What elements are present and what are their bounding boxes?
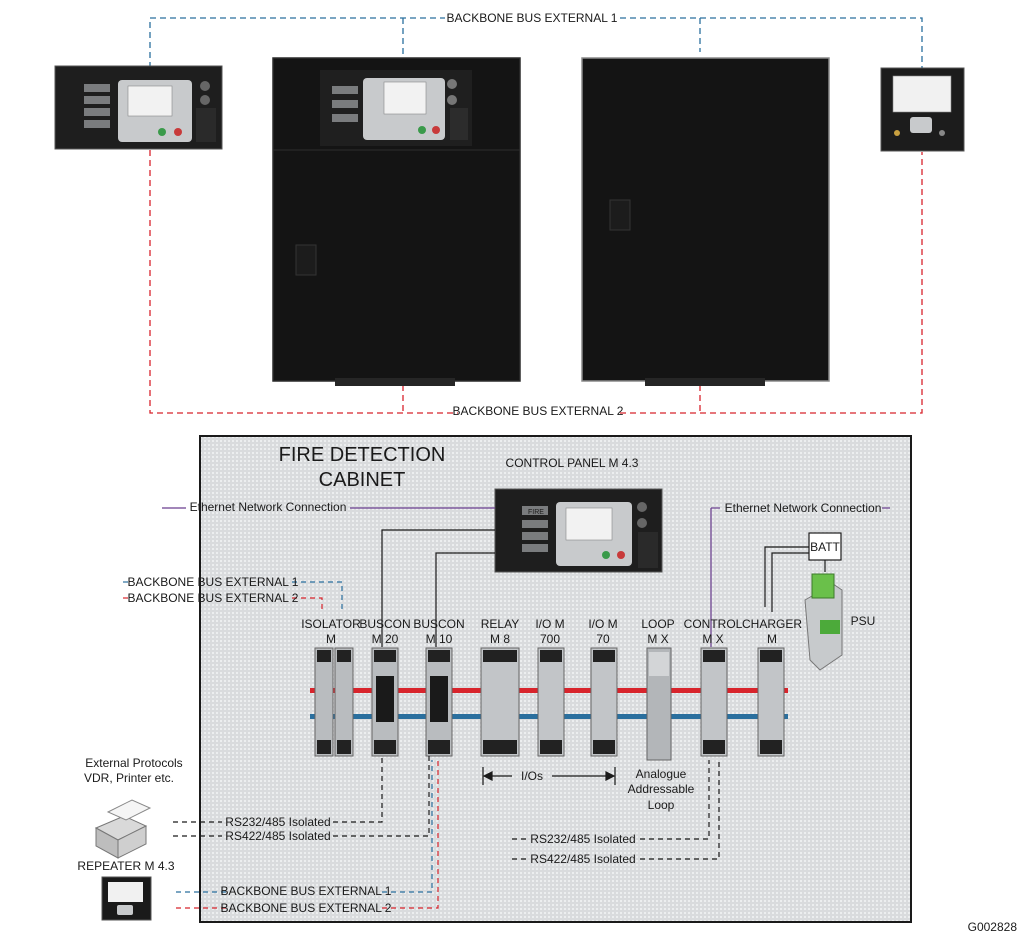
din-module-isolator-a	[314, 647, 334, 757]
module-control-label-2: M X	[702, 632, 723, 646]
printer-icon	[94, 799, 152, 859]
cabinet-bus2-label: BACKBONE BUS EXTERNAL 2	[128, 591, 299, 605]
din-module-relay-m8	[480, 647, 520, 757]
module-relay-label-2: M 8	[490, 632, 510, 646]
module-charger-label-2: M	[767, 632, 777, 646]
din-module-loop-mx	[646, 647, 672, 761]
panel-to-buscon-lines	[381, 529, 495, 647]
external-rs232-label: RS232/485 Isolated	[225, 815, 330, 829]
module-buscon10-label-2: M 10	[426, 632, 453, 646]
din-module-charger-m	[757, 647, 785, 757]
module-io700-label-2: 700	[540, 632, 560, 646]
figure-code: G002828	[968, 920, 1018, 934]
cabinet-title-line2: CABINET	[319, 469, 406, 491]
external-serial-lines	[173, 756, 430, 837]
din-module-buscon-m10	[425, 647, 453, 757]
din-module-isolator-b	[334, 647, 354, 757]
control-rs422-label: RS422/485 Isolated	[530, 852, 635, 866]
module-buscon20-label-2: M 20	[372, 632, 399, 646]
module-labels: ISOLATOR M BUSCON M 20 BUSCON M 10 RELAY…	[301, 617, 802, 646]
cabinet-title-line1: FIRE DETECTION	[279, 444, 446, 466]
repeater-m43-icon	[101, 876, 152, 921]
external-rs422-label: RS422/485 Isolated	[225, 829, 330, 843]
external-protocols-line1: External Protocols	[85, 756, 182, 770]
ethernet-connection-lines	[162, 507, 890, 647]
module-buscon20-label-1: BUSCON	[359, 617, 410, 631]
cabinet-bus1-label: BACKBONE BUS EXTERNAL 1	[128, 575, 299, 589]
top-backbone-bus-1-line	[149, 17, 923, 68]
loop-desc-line1: Analogue	[636, 767, 687, 781]
ios-label: I/Os	[521, 769, 543, 783]
module-charger-label-1: CHARGER	[742, 617, 802, 631]
module-io70-label-2: 70	[596, 632, 610, 646]
control-serial-lines	[512, 760, 720, 860]
repeater-label: REPEATER M 4.3	[77, 859, 174, 873]
ethernet-label-left: Ethernet Network Connection	[190, 500, 347, 514]
top-bus2-label: BACKBONE BUS EXTERNAL 2	[453, 404, 624, 418]
module-buscon10-label-1: BUSCON	[413, 617, 464, 631]
module-io70-label-1: I/O M	[588, 617, 617, 631]
module-relay-label-1: RELAY	[481, 617, 519, 631]
battery-label: BATT	[810, 540, 840, 554]
psu-label: PSU	[851, 614, 876, 628]
din-module-io-m70	[590, 647, 618, 757]
module-isolator-label-1: ISOLATOR	[301, 617, 361, 631]
psu-unit	[804, 573, 843, 671]
repeater-bus-lines	[176, 760, 439, 909]
ios-span-arrow	[482, 767, 616, 785]
main-cabinet-with-control-panel	[272, 57, 521, 386]
cabinet-bus-into-isolator	[123, 581, 343, 612]
din-module-control-mx	[700, 647, 728, 757]
control-panel-m43: FIRE	[494, 488, 663, 573]
module-isolator-label-2: M	[326, 632, 336, 646]
loop-desc-line3: Loop	[648, 798, 675, 812]
control-rs232-label: RS232/485 Isolated	[530, 832, 635, 846]
module-control-label-1: CONTROL	[684, 617, 743, 631]
control-panel-label: CONTROL PANEL M 4.3	[506, 456, 639, 470]
repeater-bus2-label: BACKBONE BUS EXTERNAL 2	[221, 901, 392, 915]
top-right-repeater-panel	[880, 67, 965, 152]
module-loop-label-1: LOOP	[641, 617, 674, 631]
loop-desc-line2: Addressable	[628, 782, 695, 796]
top-left-repeater-panel	[54, 65, 223, 150]
expansion-cabinet	[581, 57, 830, 386]
ethernet-label-right: Ethernet Network Connection	[725, 501, 882, 515]
control-panel-fire-text: FIRE	[528, 509, 544, 516]
module-io700-label-1: I/O M	[535, 617, 564, 631]
external-protocols-line2: VDR, Printer etc.	[84, 771, 174, 785]
repeater-bus1-label: BACKBONE BUS EXTERNAL 1	[221, 884, 392, 898]
module-loop-label-2: M X	[647, 632, 668, 646]
battery-wires	[764, 546, 826, 612]
din-module-buscon-m20	[371, 647, 399, 757]
top-backbone-bus-2-line	[149, 150, 923, 414]
din-module-io-m700	[537, 647, 565, 757]
top-bus1-label: BACKBONE BUS EXTERNAL 1	[447, 11, 618, 25]
